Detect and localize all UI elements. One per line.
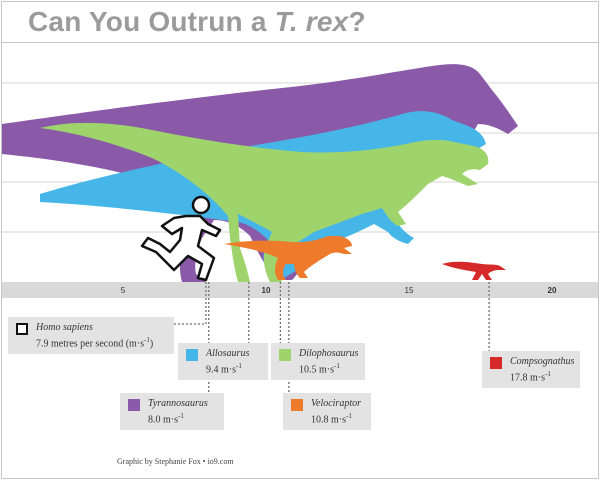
connector-line bbox=[174, 298, 207, 325]
unit-exponent: -1 bbox=[334, 362, 340, 370]
dilophosaurus-silhouette bbox=[40, 122, 489, 283]
compsognathus-silhouette bbox=[442, 261, 506, 280]
species-speed: 17.8 m·s-1 bbox=[510, 370, 551, 384]
species-name: Velociraptor bbox=[311, 398, 361, 409]
axis-tick-label: 10 bbox=[262, 286, 271, 295]
x-axis: 5 10 15 20 bbox=[2, 282, 598, 298]
homo-sapiens-silhouette bbox=[140, 195, 222, 282]
species-name: Homo sapiens bbox=[36, 322, 93, 333]
label-box-homo-sapiens: Homo sapiens 7.9 metres per second (m·s-1… bbox=[8, 317, 174, 355]
unit-exponent: -1 bbox=[545, 370, 551, 378]
credit-text: Graphic by Stephanie Fox • io9.com bbox=[117, 457, 234, 466]
title-italic-text: T. rex bbox=[274, 6, 349, 37]
label-box-dilophosaurus: Dilophosaurus 10.5 m·s-1 bbox=[271, 343, 365, 381]
axis-tick-label: 15 bbox=[405, 286, 414, 295]
axis-tick-label: 20 bbox=[548, 286, 557, 295]
species-name: Allosaurus bbox=[206, 348, 250, 359]
label-box-velociraptor: Velociraptor 10.8 m·s-1 bbox=[283, 393, 371, 431]
unit-exponent: -1 bbox=[346, 412, 352, 420]
species-name: Tyrannosaurus bbox=[148, 398, 208, 409]
species-speed: 7.9 metres per second (m·s-1) bbox=[36, 336, 154, 350]
color-swatch bbox=[128, 399, 140, 411]
species-speed: 9.4 m·s-1 bbox=[206, 362, 242, 376]
label-box-compsognathus: Compsognathus 17.8 m·s-1 bbox=[482, 351, 580, 389]
label-connectors bbox=[174, 298, 490, 393]
axis-ticks: 5 10 15 20 bbox=[121, 286, 557, 295]
runner-head bbox=[191, 195, 211, 215]
species-speed: 10.5 m·s-1 bbox=[299, 362, 340, 376]
species-name: Compsognathus bbox=[510, 356, 575, 367]
speed-markers bbox=[205, 282, 490, 298]
color-swatch bbox=[279, 349, 291, 361]
unit-exponent: -1 bbox=[144, 336, 150, 344]
runner-body bbox=[140, 214, 222, 282]
unit-exponent: -1 bbox=[178, 412, 184, 420]
species-name: Dilophosaurus bbox=[299, 348, 359, 359]
color-swatch bbox=[490, 357, 502, 369]
color-swatch bbox=[16, 323, 28, 335]
label-box-allosaurus: Allosaurus 9.4 m·s-1 bbox=[178, 343, 268, 381]
color-swatch bbox=[291, 399, 303, 411]
dinosaur-silhouettes bbox=[2, 64, 518, 283]
title-end-text: ? bbox=[348, 6, 366, 37]
color-swatch bbox=[186, 349, 198, 361]
unit-exponent: -1 bbox=[236, 362, 242, 370]
title-rule bbox=[2, 42, 598, 43]
velociraptor-silhouette bbox=[224, 236, 352, 280]
axis-tick-label: 5 bbox=[121, 286, 126, 295]
species-speed: 8.0 m·s-1 bbox=[148, 412, 184, 426]
title-text: Can You Outrun a bbox=[28, 6, 275, 37]
label-box-tyrannosaurus: Tyrannosaurus 8.0 m·s-1 bbox=[120, 393, 224, 431]
chart-title: Can You Outrun a T. rex? bbox=[28, 6, 366, 38]
species-speed: 10.8 m·s-1 bbox=[311, 412, 352, 426]
axis-band bbox=[2, 282, 598, 298]
